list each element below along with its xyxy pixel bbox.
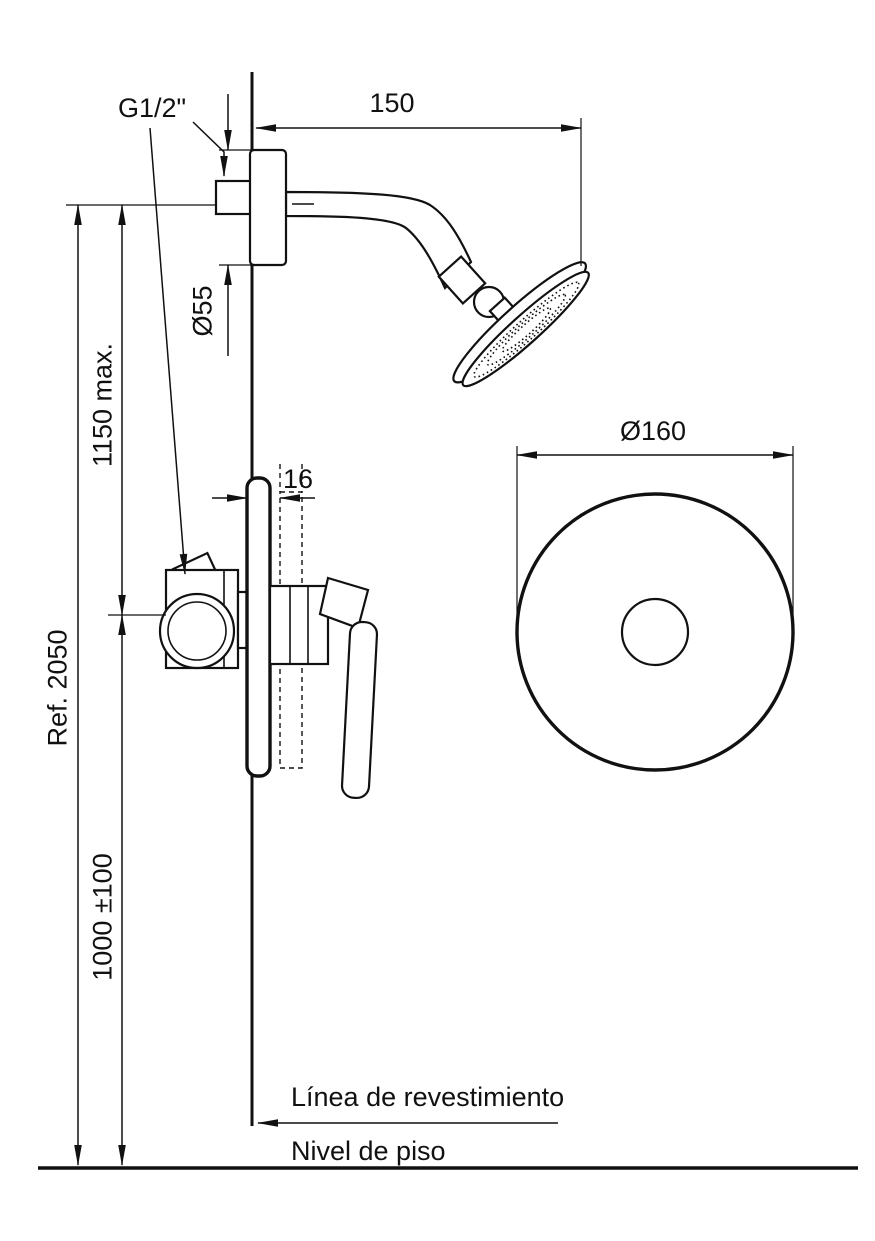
thread-size-label: G1/2" [118,93,186,123]
dim-arm-length: 150 [255,88,582,266]
nozzle-ring-inner [501,307,552,353]
trim-plate-side [245,476,272,778]
cartridge-body [268,584,330,666]
floor-level-label: Nivel de piso [291,1136,446,1166]
dim-55-label: Ø55 [187,285,217,336]
shower-head-face [461,270,590,388]
dim-finish-offset: 16 [212,464,315,502]
valve-port-inner [167,601,227,661]
leader-to-valve [149,127,188,575]
lever-handle [340,620,379,800]
dim-ref2050-label: Ref. 2050 [42,629,72,746]
nozzle-ring-outer [473,281,580,378]
shower-arm-assembly [214,148,590,388]
finish-line-label: Línea de revestimiento [291,1082,564,1112]
dim-1000-label: 1000 ±100 [87,853,117,980]
dim-16-label: 16 [283,464,313,494]
finish-wall-dashed [279,491,303,769]
dim-flange-diameter: Ø55 [187,94,251,356]
dim-150-label: 150 [369,88,414,118]
leader-to-nipple [192,121,228,177]
valve-port-outer [158,592,236,670]
shower-head [452,261,590,388]
dim-vertical-group: Ref. 2050 1150 max. 1000 ±100 [42,204,216,1166]
thread-callout: G1/2" [118,93,228,575]
arm-nipple [214,179,254,216]
nozzle-ring-middle [486,293,567,366]
arm-flange [248,148,288,267]
dim-160-label: Ø160 [620,416,686,446]
arm-connector-nut [437,255,487,305]
trim-plate-front-view [515,492,795,772]
dim-1150-label: 1150 max. [87,343,117,467]
dim-plate-diameter: Ø160 [516,416,794,626]
mixer-valve-assembly [158,464,379,800]
bottom-annotations: Línea de revestimiento Nivel de piso [257,1082,564,1166]
trim-plate-hub [620,597,690,667]
